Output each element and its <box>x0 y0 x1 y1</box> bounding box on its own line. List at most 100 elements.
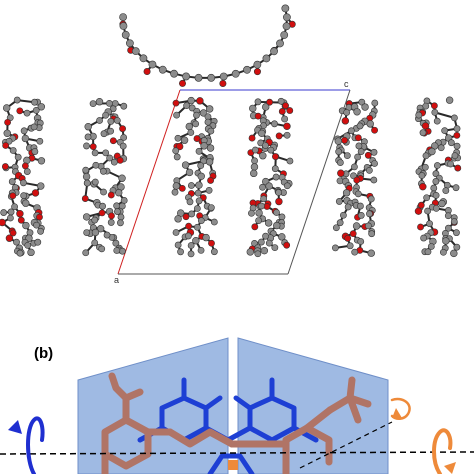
oxygen-atom <box>31 189 40 197</box>
carbon-atom <box>207 73 216 82</box>
rotation-axis <box>0 451 474 455</box>
carbon-atom <box>172 147 180 155</box>
carbon-atom <box>262 103 270 111</box>
carbon-atom <box>370 148 378 156</box>
carbon-atom <box>22 199 30 207</box>
carbon-atom <box>185 122 193 131</box>
carbon-atom <box>272 173 280 181</box>
carbon-atom <box>251 146 259 154</box>
carbon-atom <box>187 129 195 136</box>
carbon-atom <box>348 127 355 135</box>
carbon-atom <box>258 129 266 138</box>
carbon-atom <box>424 207 431 215</box>
carbon-atom <box>243 65 251 74</box>
carbon-atom <box>366 210 373 218</box>
oxygen-atom <box>196 97 204 105</box>
carbon-atom <box>174 241 182 249</box>
carbon-atom <box>447 139 455 147</box>
oxygen-atom <box>21 162 29 170</box>
oxygen-atom <box>337 169 345 177</box>
carbon-atom <box>83 229 91 236</box>
oxygen-atom <box>248 134 256 142</box>
carbon-atom <box>121 30 130 39</box>
carbon-atom <box>432 178 440 185</box>
oxygen-atom <box>182 213 190 221</box>
carbon-atom <box>192 120 200 128</box>
carbon-atom <box>335 148 343 156</box>
carbon-atom <box>3 129 11 137</box>
oxygen-atom <box>266 98 273 106</box>
carbon-atom <box>432 204 440 212</box>
carbon-atom <box>37 182 45 190</box>
carbon-atom <box>271 244 279 252</box>
carbon-atom <box>439 248 447 256</box>
carbon-atom <box>353 108 361 116</box>
carbon-atom <box>259 152 267 160</box>
carbon-atom <box>106 154 114 162</box>
carbon-atom <box>177 248 184 256</box>
carbon-atom <box>210 248 218 256</box>
oxygen-atom <box>89 143 97 151</box>
carbon-atom <box>173 111 181 119</box>
carbon-atom <box>210 218 218 226</box>
carbon-atom <box>447 160 454 168</box>
carbon-atom <box>13 238 20 246</box>
carbon-atom <box>120 102 128 110</box>
oxygen-atom <box>207 177 214 184</box>
oxygen-atom <box>5 234 14 242</box>
carbon-atom <box>371 99 379 107</box>
oxygen-atom <box>371 126 378 134</box>
oxygen-atom <box>185 222 193 230</box>
carbon-atom <box>91 149 99 157</box>
carbon-atom <box>361 103 369 111</box>
carbon-atom <box>13 96 21 104</box>
unit-cell-edge-left <box>117 89 181 275</box>
oxygen-atom <box>272 153 279 161</box>
carbon-atom <box>99 202 106 210</box>
panel-label-b: (b) <box>34 345 53 362</box>
oxygen-atom <box>453 131 461 139</box>
carbon-atom <box>451 114 458 122</box>
carbon-atom <box>172 229 180 236</box>
carbon-atom <box>23 168 31 175</box>
carbon-atom <box>95 98 104 106</box>
carbon-atom <box>181 161 190 169</box>
carbon-atom <box>195 197 203 205</box>
oxygen-atom <box>1 163 9 170</box>
oxygen-atom <box>108 212 115 220</box>
carbon-atom <box>91 178 99 186</box>
carbon-atom <box>335 198 343 205</box>
carbon-atom <box>426 220 433 228</box>
carbon-atom <box>421 163 429 171</box>
carbon-atom <box>419 129 427 137</box>
oxygen-atom <box>17 216 25 224</box>
ring-molecule <box>119 4 296 87</box>
carbon-atom <box>250 163 259 171</box>
carbon-atom <box>82 213 91 221</box>
oxygen-atom <box>283 122 291 130</box>
oxygen-atom <box>178 184 186 192</box>
carbon-atom <box>11 203 18 211</box>
carbon-atom <box>280 31 289 39</box>
carbon-atom <box>219 72 228 81</box>
carbon-atom <box>442 237 450 245</box>
carbon-atom <box>357 202 364 210</box>
carbon-atom <box>37 157 46 165</box>
carbon-atom <box>187 242 195 249</box>
carbon-atom <box>21 134 30 143</box>
oxygen-atom <box>16 107 24 115</box>
carbon-atom <box>172 182 181 190</box>
unit-cell-label-a: a <box>114 275 119 285</box>
oxygen-atom <box>4 118 11 126</box>
carbon-atom <box>194 73 203 82</box>
oxygen-atom <box>98 209 106 217</box>
carbon-atom <box>450 218 458 225</box>
carbon-atom <box>351 163 358 171</box>
carbon-atom <box>260 195 268 203</box>
carbon-atom <box>102 149 110 157</box>
carbon-atom <box>339 211 347 219</box>
carbon-atom <box>84 133 92 141</box>
carbon-atom <box>286 157 294 165</box>
carbon-atom <box>98 245 106 253</box>
carbon-atom <box>205 186 213 194</box>
